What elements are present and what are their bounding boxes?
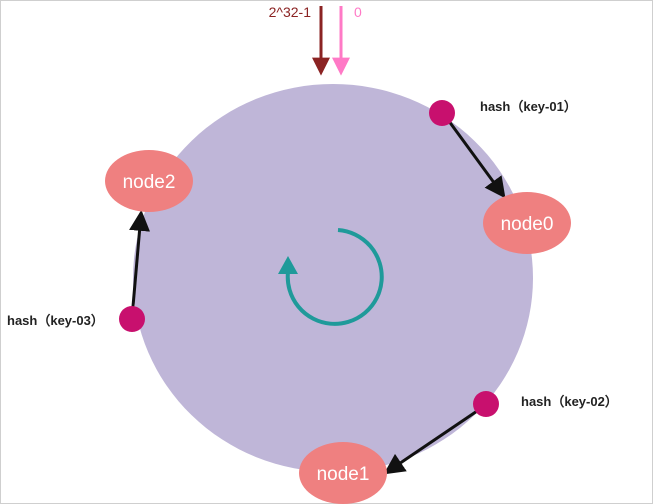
rotation-arrow-icon	[285, 228, 384, 326]
max-value-label: 2^32-1	[269, 4, 312, 20]
key-02-point	[473, 391, 499, 417]
node0-label: node0	[501, 214, 554, 235]
node1: node1	[299, 442, 387, 504]
key-03-point	[119, 306, 145, 332]
zero-value-label: 0	[354, 4, 362, 20]
node2: node2	[105, 150, 193, 212]
key-01-label: hash（key-01）	[480, 99, 577, 114]
key-02-to-node1-arrow	[383, 403, 487, 475]
key-01-to-node0-arrow	[441, 112, 506, 199]
key-03-label: hash（key-03）	[7, 313, 104, 328]
node0: node0	[483, 192, 571, 254]
rotation-arrowhead-icon	[278, 256, 298, 274]
node2-label: node2	[123, 172, 176, 193]
key-03-to-node2-arrow	[129, 209, 151, 319]
hash-ring	[133, 84, 533, 472]
key-01-point	[429, 100, 455, 126]
node1-label: node1	[317, 464, 370, 485]
key-02-label: hash（key-02）	[521, 394, 618, 409]
